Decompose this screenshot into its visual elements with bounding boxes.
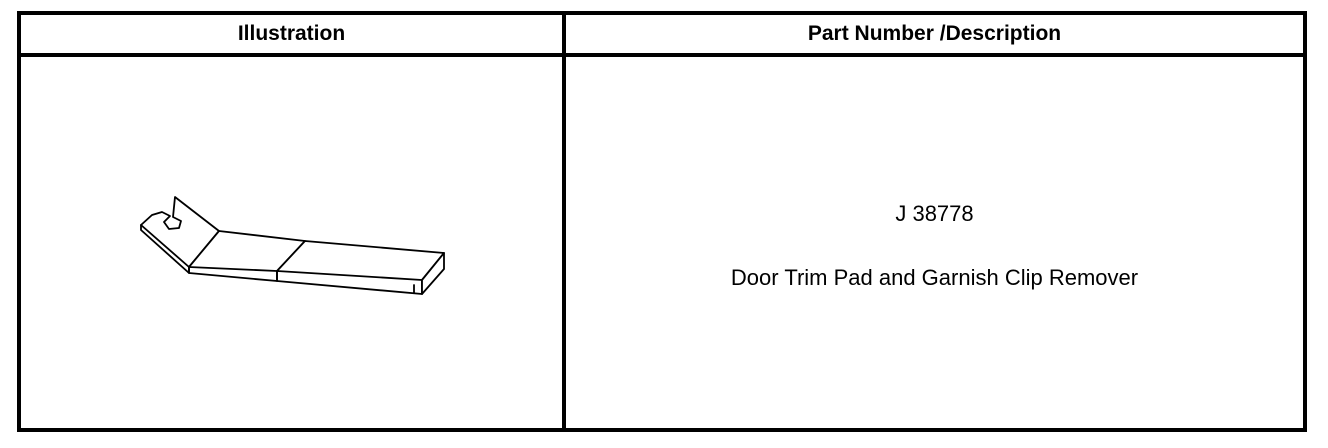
illustration-column-header: Illustration bbox=[17, 11, 566, 57]
illustration-cell bbox=[17, 53, 566, 432]
special-tools-table: Illustration Part Number /Description bbox=[17, 11, 1307, 432]
table-row: J 38778 Door Trim Pad and Garnish Clip R… bbox=[17, 53, 1307, 432]
part-description-cell: J 38778 Door Trim Pad and Garnish Clip R… bbox=[562, 53, 1307, 432]
part-description: Door Trim Pad and Garnish Clip Remover bbox=[730, 264, 1139, 290]
table-header-row: Illustration Part Number /Description bbox=[17, 11, 1307, 57]
part-number-description-column-header: Part Number /Description bbox=[562, 11, 1307, 57]
part-number: J 38778 bbox=[895, 200, 974, 226]
clip-remover-tool-icon bbox=[140, 196, 445, 295]
